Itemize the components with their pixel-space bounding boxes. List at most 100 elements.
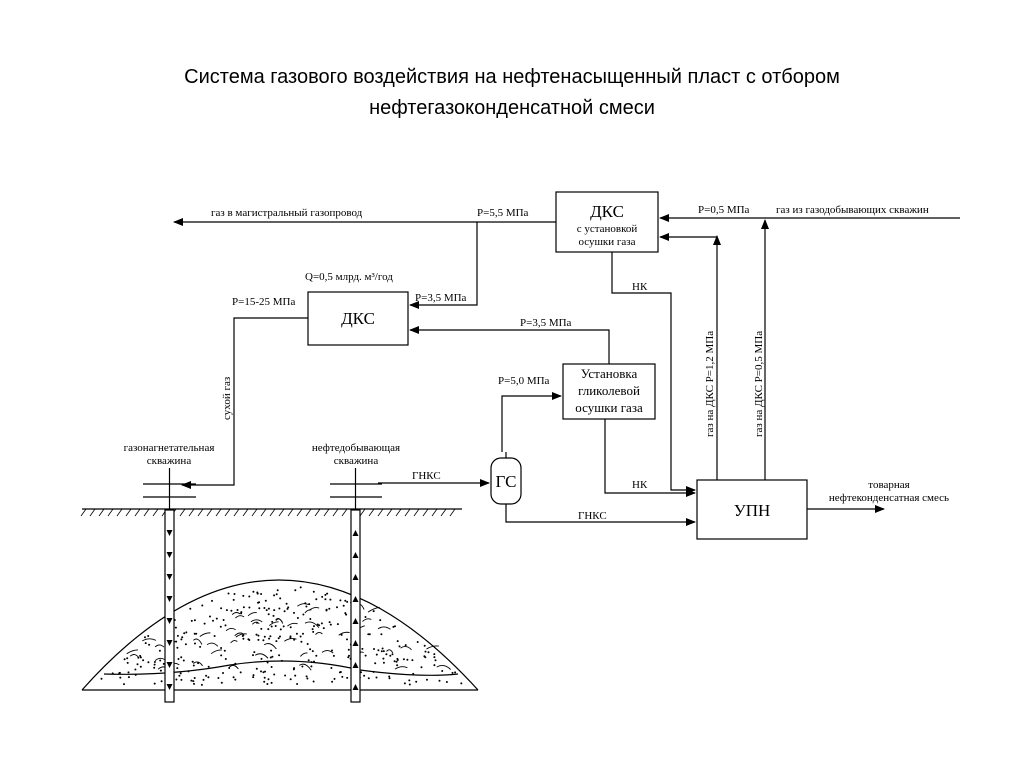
reservoir-dot [280, 659, 283, 662]
reservoir-dot [269, 656, 272, 659]
reservoir-dot [299, 635, 302, 638]
reservoir-dot [289, 635, 292, 638]
reservoir-dot [179, 672, 182, 675]
reservoir-dot [264, 599, 267, 602]
reservoir-dot [253, 651, 256, 654]
reservoir-dot [324, 598, 327, 601]
reservoir-dot [234, 662, 237, 665]
reservoir-dot [248, 606, 251, 609]
reservoir-dot [368, 633, 371, 636]
reservoir-dot [402, 658, 405, 661]
reservoir-dot [219, 625, 222, 628]
reservoir-dot [153, 661, 156, 663]
reservoir-dot [310, 665, 313, 668]
down-arrow-icon [166, 640, 173, 646]
label-production-well-1: нефтедобывающая [312, 442, 400, 454]
reservoir-dot [252, 654, 254, 657]
reservoir-dot [396, 657, 399, 660]
ground-hatch-mark [215, 508, 222, 517]
reservoir-dot [126, 657, 129, 660]
reservoir-dot [205, 674, 208, 677]
reservoir-dot [178, 674, 181, 677]
reservoir-dot [375, 653, 378, 656]
reservoir-dot [325, 609, 328, 612]
label-q-rate: Q=0,5 млрд. м³/год [305, 271, 393, 283]
ground-hatch-mark [314, 508, 321, 517]
reservoir-dot [271, 620, 274, 623]
reservoir-dot [248, 595, 251, 598]
label-gas-from-wells: газ из газодобывающих скважин [776, 204, 929, 216]
reservoir-streak [193, 661, 203, 667]
reservoir-dot [372, 670, 375, 673]
up-arrow-icon [352, 574, 359, 580]
reservoir-dot [190, 679, 193, 682]
reservoir-dot [247, 638, 250, 641]
up-arrow-icon [352, 618, 359, 624]
reservoir-dot [423, 655, 426, 658]
reservoir-streak [247, 612, 257, 617]
reservoir-dot [274, 625, 277, 627]
reservoir-dot [348, 654, 350, 657]
ground-hatch-mark [449, 508, 456, 517]
reservoir-dot [258, 607, 261, 610]
reservoir-dot [267, 613, 270, 616]
reservoir-dot [315, 654, 318, 657]
reservoir-dot [180, 678, 183, 681]
reservoir-dot [271, 655, 274, 658]
label-p-3-5-b: Р=3,5 МПа [520, 317, 572, 329]
flow-lines [173, 214, 960, 526]
reservoir-dot [270, 666, 273, 668]
reservoir-dot [433, 664, 436, 667]
reservoir-dot [269, 635, 272, 638]
reservoir-dot [307, 659, 310, 662]
reservoir-dot [433, 656, 436, 659]
reservoir-dot [395, 660, 398, 663]
reservoir-dot [329, 598, 332, 601]
reservoir-dot [322, 627, 325, 630]
label-nk-top: НК [632, 281, 648, 293]
box-glycol-line1: Установка [581, 366, 638, 381]
ground-hatch-mark [251, 508, 258, 517]
reservoir-dot [313, 660, 315, 663]
reservoir-dot [331, 649, 333, 652]
reservoir-dot [239, 671, 242, 674]
reservoir-dot [263, 676, 266, 679]
injection-well [143, 468, 196, 703]
reservoir-dot [273, 594, 276, 597]
down-arrow-icon [166, 618, 173, 624]
reservoir-dot [190, 619, 193, 622]
reservoir-dot [183, 632, 186, 635]
reservoir-dot [389, 654, 392, 657]
reservoir-dot [118, 672, 121, 675]
ground-surface [80, 508, 462, 517]
reservoir-dot [222, 619, 225, 621]
reservoir-dot [220, 647, 223, 649]
down-arrow-icon [166, 596, 173, 602]
reservoir-dot [276, 589, 279, 592]
reservoir-dot [211, 599, 213, 602]
reservoir-dot [346, 600, 349, 603]
reservoir-dot [262, 671, 265, 674]
label-dry-gas: сухой газ [221, 377, 233, 420]
reservoir-dot [392, 625, 395, 628]
reservoir-streak [129, 654, 140, 658]
reservoir-dot [336, 606, 338, 609]
reservoir-dot [142, 659, 145, 662]
reservoir-dot [420, 666, 423, 669]
reservoir-dot [242, 606, 245, 609]
box-upn-title: УПН [734, 501, 771, 520]
reservoir-streak [308, 607, 320, 611]
reservoir-dot [313, 625, 315, 628]
ground-hatch-mark [125, 508, 132, 517]
reservoir-dot [111, 672, 114, 675]
ground-hatch-mark [233, 508, 240, 517]
ground-hatch-mark [134, 508, 141, 517]
ground-hatch-mark [98, 508, 105, 517]
reservoir-dot [328, 607, 331, 610]
reservoir-dot [182, 659, 185, 662]
box-glycol-line3: осушки газа [575, 400, 643, 415]
reservoir-dot [309, 648, 312, 651]
reservoir-dot [283, 610, 286, 613]
ground-hatch-mark [224, 508, 231, 517]
reservoir-dot [134, 673, 137, 676]
